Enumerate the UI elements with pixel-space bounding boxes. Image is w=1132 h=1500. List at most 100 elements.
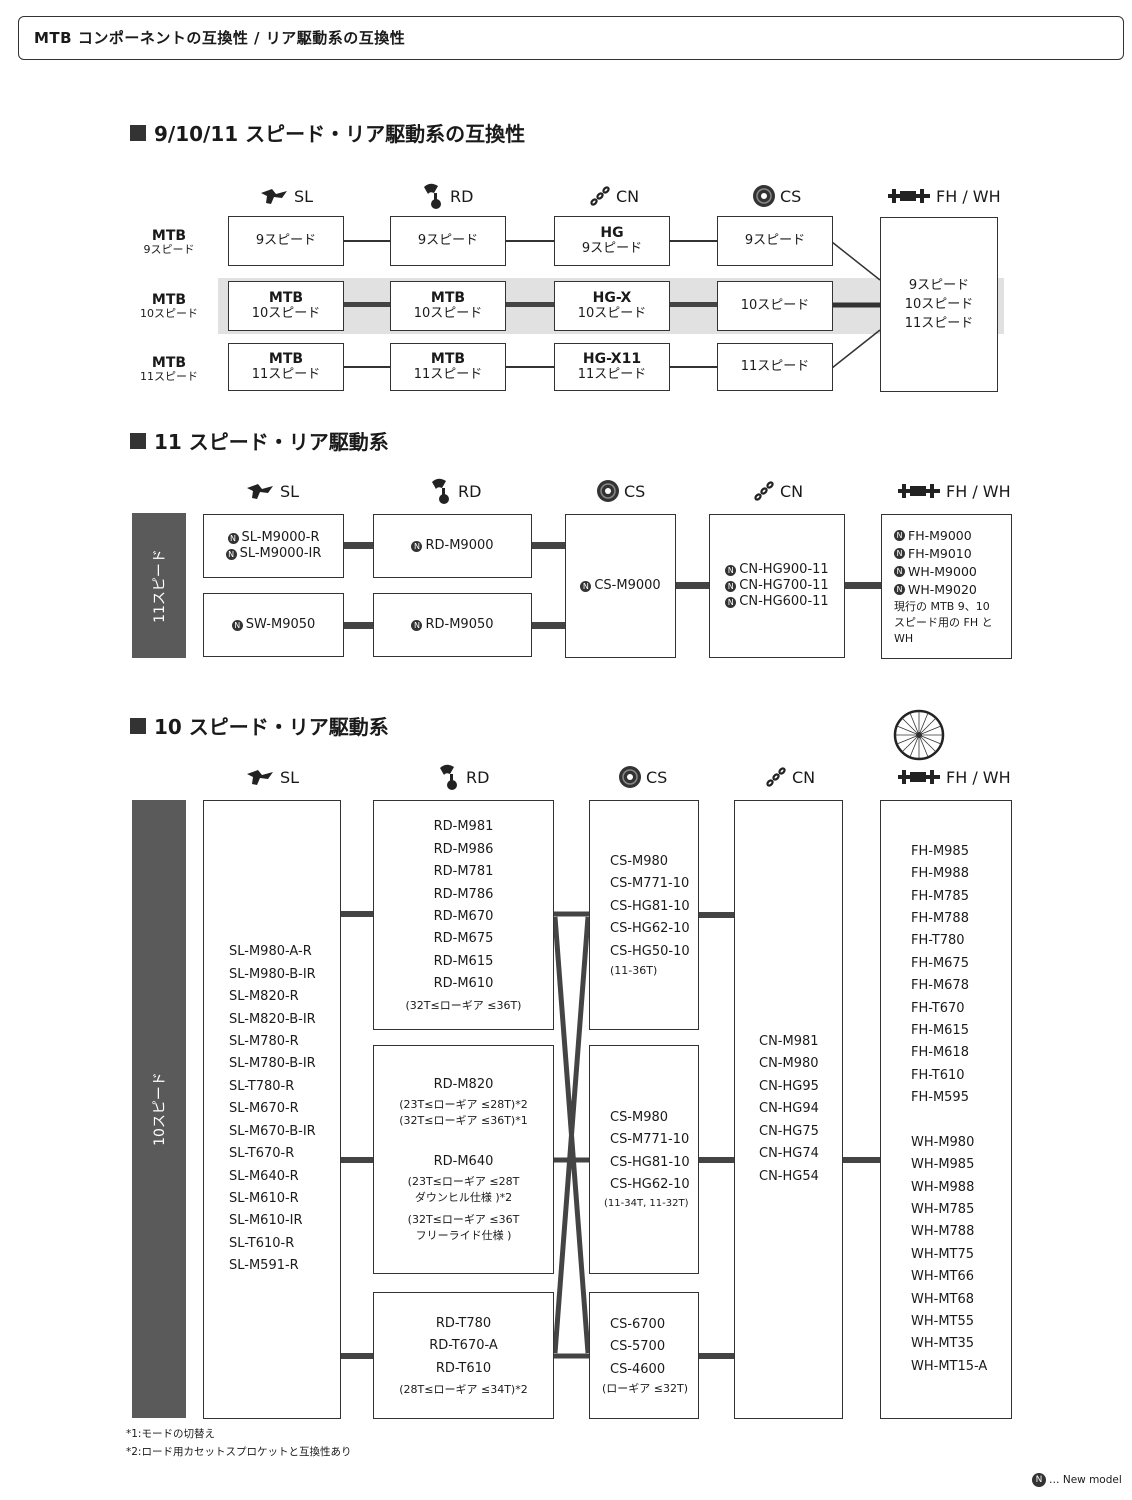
cs-to-fh-lines	[832, 241, 881, 369]
s2-col-cs: CS	[596, 478, 645, 504]
cassette-icon	[753, 185, 775, 207]
derailleur-icon	[432, 478, 449, 504]
cassette-icon	[597, 480, 619, 502]
footnote-2: *2:ロード用カセットスプロケットと互換性あり	[126, 1446, 352, 1458]
s2-col-cn: CN	[752, 478, 803, 504]
new-model-icon: N	[225, 548, 237, 560]
cassette-icon	[619, 766, 641, 788]
new-model-icon: N	[894, 548, 905, 559]
s3-conn	[699, 1157, 735, 1163]
footnote-1: *1:モードの切替え	[126, 1428, 215, 1440]
hub-icon	[898, 484, 940, 498]
s1-cs-10: 10スピード	[717, 281, 833, 331]
col-cs: CS	[752, 183, 801, 209]
new-model-icon: N	[725, 580, 737, 592]
new-model-icon: N	[411, 540, 423, 552]
s1-rd-9: 9スピード	[390, 216, 506, 266]
new-model-icon: N	[725, 596, 737, 608]
s3-rd2-box: RD-M820 (23T≤ローギア ≤28T)*2 (32T≤ローギア ≤36T…	[373, 1045, 554, 1274]
new-model-icon: N	[1032, 1473, 1046, 1487]
square-bullet-icon	[130, 124, 146, 141]
s2-col-sl: SL	[244, 478, 299, 504]
new-model-icon: N	[580, 580, 592, 592]
s2-conn	[343, 542, 375, 549]
s2-conn	[343, 622, 375, 629]
s3-col-fh: FH / WH	[896, 764, 1011, 790]
col-sl: SL	[258, 183, 313, 209]
hub-icon	[888, 189, 930, 203]
new-model-icon: N	[894, 530, 905, 541]
wheel-icon	[893, 709, 945, 761]
new-model-icon: N	[894, 566, 905, 577]
s2-col-fh: FH / WH	[896, 478, 1011, 504]
col-cn: CN	[588, 183, 639, 209]
new-model-icon: N	[411, 619, 423, 631]
s3-conn	[699, 1353, 735, 1359]
chain-icon	[754, 481, 774, 501]
chain-icon	[766, 767, 786, 787]
s3-conn	[340, 1157, 374, 1163]
s3-conn	[699, 912, 735, 918]
new-model-legend: N … New model	[1032, 1473, 1122, 1487]
derailleur-icon	[424, 183, 441, 209]
section2-title: 11 スピード・リア駆動系	[130, 426, 389, 455]
s2-conn	[675, 582, 711, 589]
chain-icon	[590, 186, 610, 206]
new-model-icon: N	[231, 619, 243, 631]
s3-col-cs: CS	[618, 764, 667, 790]
section1-title: 9/10/11 スピード・リア駆動系の互換性	[130, 118, 525, 147]
s3-col-cn: CN	[764, 764, 815, 790]
new-model-icon: N	[894, 584, 905, 595]
s1-cs-9: 9スピード	[717, 216, 833, 266]
s3-conn	[340, 911, 374, 917]
new-model-icon: N	[725, 564, 737, 576]
page-title: MTB コンポーネントの互換性 / リア駆動系の互換性	[34, 29, 406, 47]
s2-speed-bar: 11スピード	[132, 513, 186, 658]
row10-line	[344, 302, 718, 307]
derailleur-icon	[440, 764, 457, 790]
row9-line	[344, 240, 718, 242]
s3-conn	[340, 1353, 374, 1359]
s3-speed-bar: 10スピード	[132, 800, 186, 1418]
header-box	[18, 16, 1124, 60]
s1-cs-11: 11スピード	[717, 343, 833, 391]
s2-conn	[531, 542, 566, 549]
s3-col-sl: SL	[244, 764, 299, 790]
s1-sl-9: 9スピード	[228, 216, 344, 266]
s2-conn	[844, 582, 882, 589]
s3-conn	[842, 1157, 882, 1163]
s3-cross-lines	[553, 911, 590, 1359]
row11-line	[344, 366, 718, 368]
section3-title: 10 スピード・リア駆動系	[130, 711, 389, 740]
new-model-icon: N	[227, 532, 239, 544]
square-bullet-icon	[130, 432, 146, 449]
col-fh: FH / WH	[886, 183, 1001, 209]
col-rd: RD	[420, 183, 473, 209]
hub-icon	[898, 770, 940, 784]
shifter-icon	[247, 484, 273, 499]
